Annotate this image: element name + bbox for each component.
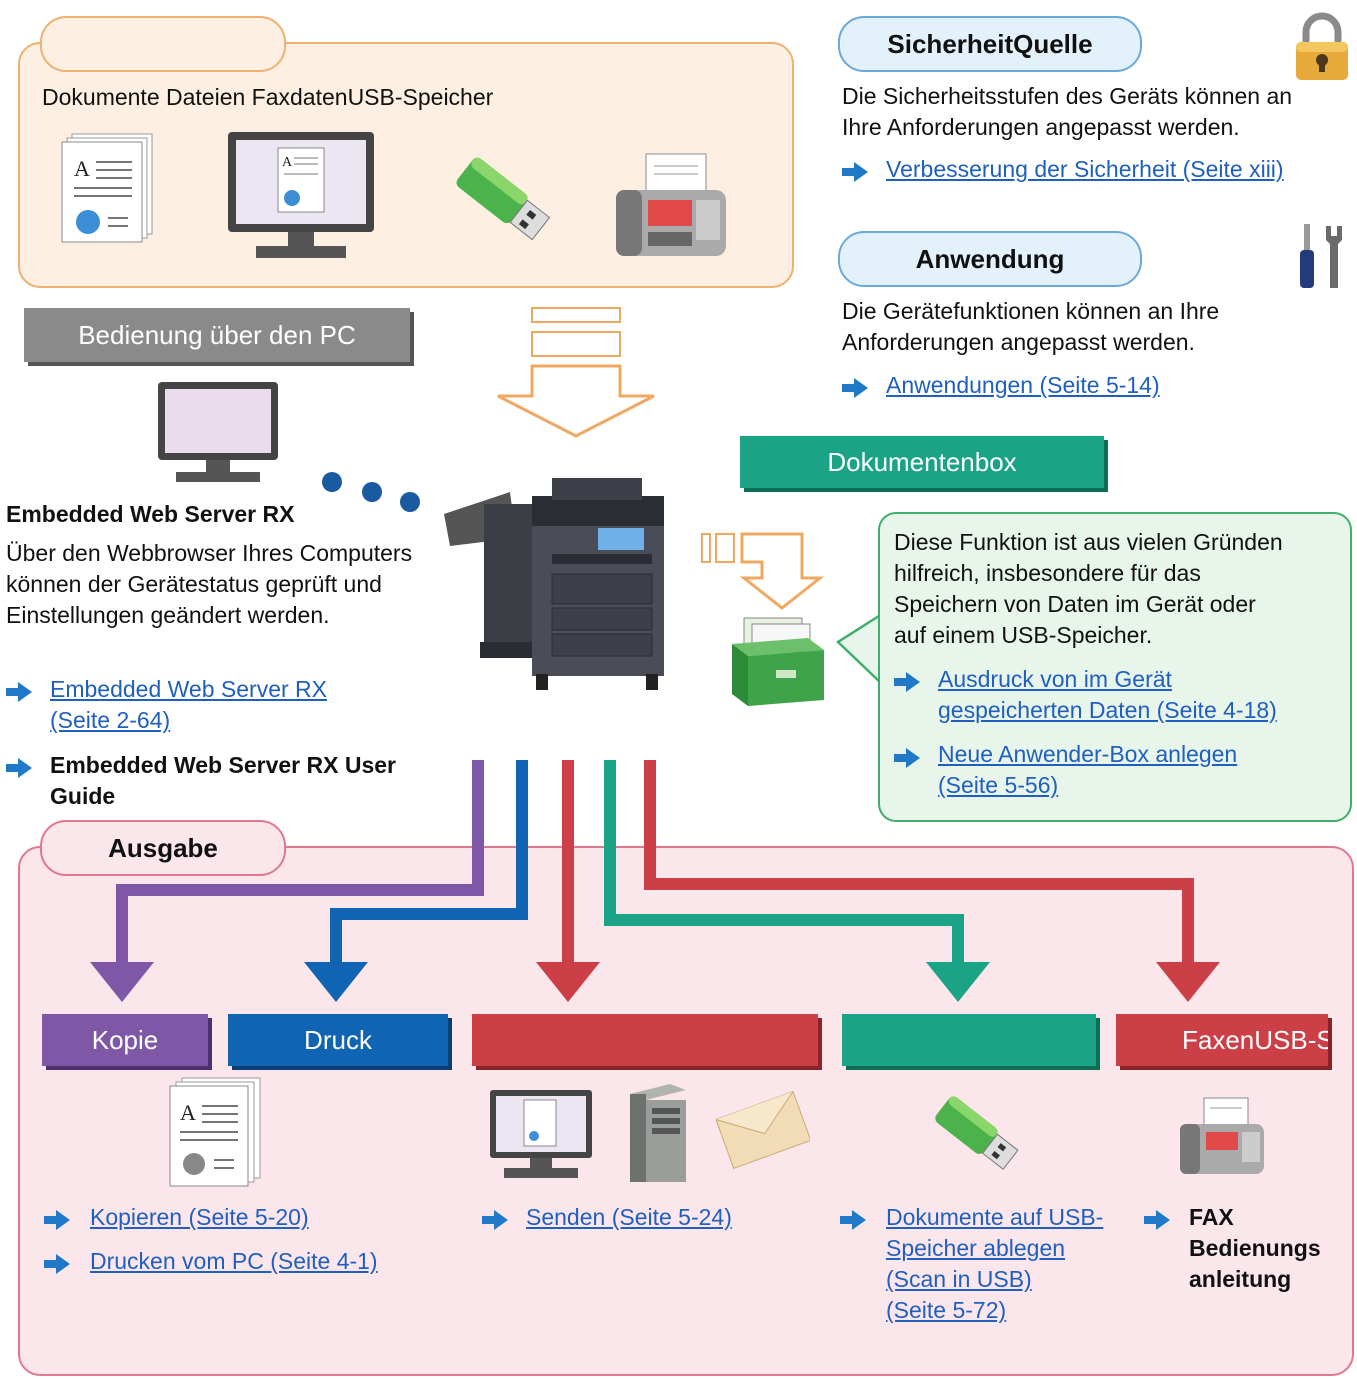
- document-box-text-line3: Speichern von Daten im Gerät oder: [894, 591, 1256, 617]
- security-text-line1: Die Sicherheitsstufen des Geräts können …: [842, 83, 1293, 109]
- stored-data-link[interactable]: Ausdruck von im Gerät gespeicherten Date…: [938, 664, 1277, 726]
- send-monitor-icon: [488, 1088, 594, 1180]
- fax-guide-line2: Bedienungs: [1189, 1235, 1321, 1261]
- send-bar: [472, 1014, 818, 1066]
- tools-icon: [1296, 222, 1348, 290]
- usb-bar: [842, 1014, 1096, 1066]
- usb-link-line2: Speicher ablegen: [886, 1235, 1066, 1261]
- security-text-line2: Ihre Anforderungen angepasst werden.: [842, 114, 1240, 140]
- fax-bar: FaxenUSB-S: [1116, 1014, 1328, 1066]
- document-box-panel: [878, 512, 1352, 822]
- input-label: Dokumente Dateien FaxdatenUSB-Speicher: [42, 84, 494, 110]
- ews-user-guide: Embedded Web Server RX User Guide: [50, 750, 396, 812]
- output-heading-pill: Ausgabe: [40, 820, 286, 876]
- usb-link-line3: (Scan in USB): [886, 1266, 1032, 1292]
- document-box-text-line4: auf einem USB-Speicher.: [894, 622, 1153, 648]
- svg-text:A: A: [74, 156, 90, 181]
- application-text: Die Gerätefunktionen können an Ihre Anfo…: [842, 296, 1219, 358]
- fax-operation-guide: FAX Bedienungs anleitung: [1189, 1202, 1321, 1295]
- server-icon: [626, 1082, 690, 1184]
- output-usb-stick-icon: [926, 1090, 1022, 1180]
- svg-text:A: A: [282, 155, 293, 170]
- ews-guide-line1: Embedded Web Server RX User: [50, 752, 396, 778]
- security-pill: SicherheitQuelle: [838, 16, 1142, 72]
- ews-guide-line2: Guide: [50, 783, 116, 809]
- fax-machine-icon: [612, 150, 730, 260]
- security-text: Die Sicherheitsstufen des Geräts können …: [842, 81, 1292, 143]
- input-heading-pill: [40, 16, 286, 72]
- user-box-link-line1: Neue Anwender-Box anlegen: [938, 741, 1238, 767]
- stored-data-link-line1: Ausdruck von im Gerät: [938, 666, 1172, 692]
- email-envelope-icon: [716, 1088, 810, 1170]
- user-box-link-line2: (Seite 5-56): [938, 772, 1059, 798]
- document-stack-icon: A: [56, 132, 158, 246]
- document-box-bar: Dokumentenbox: [740, 436, 1104, 488]
- document-box-text-line1: Diese Funktion ist aus vielen Gründen: [894, 529, 1283, 555]
- fax-bar-label: FaxenUSB-S: [1182, 1024, 1328, 1055]
- usb-stick-icon: [448, 150, 554, 250]
- copy-document-icon: A: [166, 1076, 264, 1188]
- application-text-line2: Anforderungen angepasst werden.: [842, 329, 1195, 355]
- output-flow-lines: [90, 760, 1220, 1002]
- monitor-document-icon: A: [226, 130, 376, 262]
- stored-data-link-line2: gespeicherten Daten (Seite 4-18): [938, 697, 1277, 723]
- connection-dots: [318, 470, 428, 516]
- security-link[interactable]: Verbesserung der Sicherheit (Seite xiii): [886, 156, 1284, 182]
- document-box-icon: [730, 614, 826, 708]
- lock-icon: [1292, 10, 1352, 82]
- user-box-link[interactable]: Neue Anwender-Box anlegen (Seite 5-56): [938, 739, 1237, 801]
- usb-link-line1: Dokumente auf USB-: [886, 1204, 1104, 1230]
- svg-text:A: A: [180, 1100, 196, 1125]
- ews-description: Über den Webbrowser Ihres Computers könn…: [6, 540, 413, 628]
- ews-link[interactable]: Embedded Web Server RX (Seite 2-64): [50, 674, 390, 736]
- print-link[interactable]: Drucken vom PC (Seite 4-1): [90, 1248, 378, 1274]
- copy-link[interactable]: Kopieren (Seite 5-20): [90, 1204, 309, 1230]
- output-fax-machine-icon: [1178, 1096, 1266, 1176]
- ews-link-line1: Embedded Web Server RX: [50, 676, 327, 702]
- application-pill: Anwendung: [838, 231, 1142, 287]
- usb-link-line4: (Seite 5-72): [886, 1297, 1007, 1323]
- application-link[interactable]: Anwendungen (Seite 5-14): [886, 372, 1160, 398]
- document-box-text: Diese Funktion ist aus vielen Gründen hi…: [894, 527, 1283, 651]
- document-box-callout-pointer: [834, 610, 884, 690]
- usb-scan-link[interactable]: Dokumente auf USB- Speicher ablegen (Sca…: [886, 1202, 1103, 1326]
- pc-operation-bar: Bedienung über den PC: [24, 308, 410, 362]
- send-link[interactable]: Senden (Seite 5-24): [526, 1204, 732, 1230]
- fax-guide-line3: anleitung: [1189, 1266, 1292, 1292]
- ews-title: Embedded Web Server RX: [6, 501, 295, 527]
- ews-link-line2: (Seite 2-64): [50, 707, 171, 733]
- application-text-line1: Die Gerätefunktionen können an Ihre: [842, 298, 1220, 324]
- print-bar: Druck: [228, 1014, 448, 1066]
- box-flow-arrow: [698, 528, 826, 614]
- pc-monitor-icon: [156, 380, 280, 486]
- copy-bar: Kopie: [42, 1014, 208, 1066]
- multifunction-printer-icon: [440, 474, 672, 696]
- fax-guide-line1: FAX: [1189, 1204, 1234, 1230]
- document-box-text-line2: hilfreich, insbesondere für das: [894, 560, 1201, 586]
- input-flow-arrow: [494, 304, 660, 440]
